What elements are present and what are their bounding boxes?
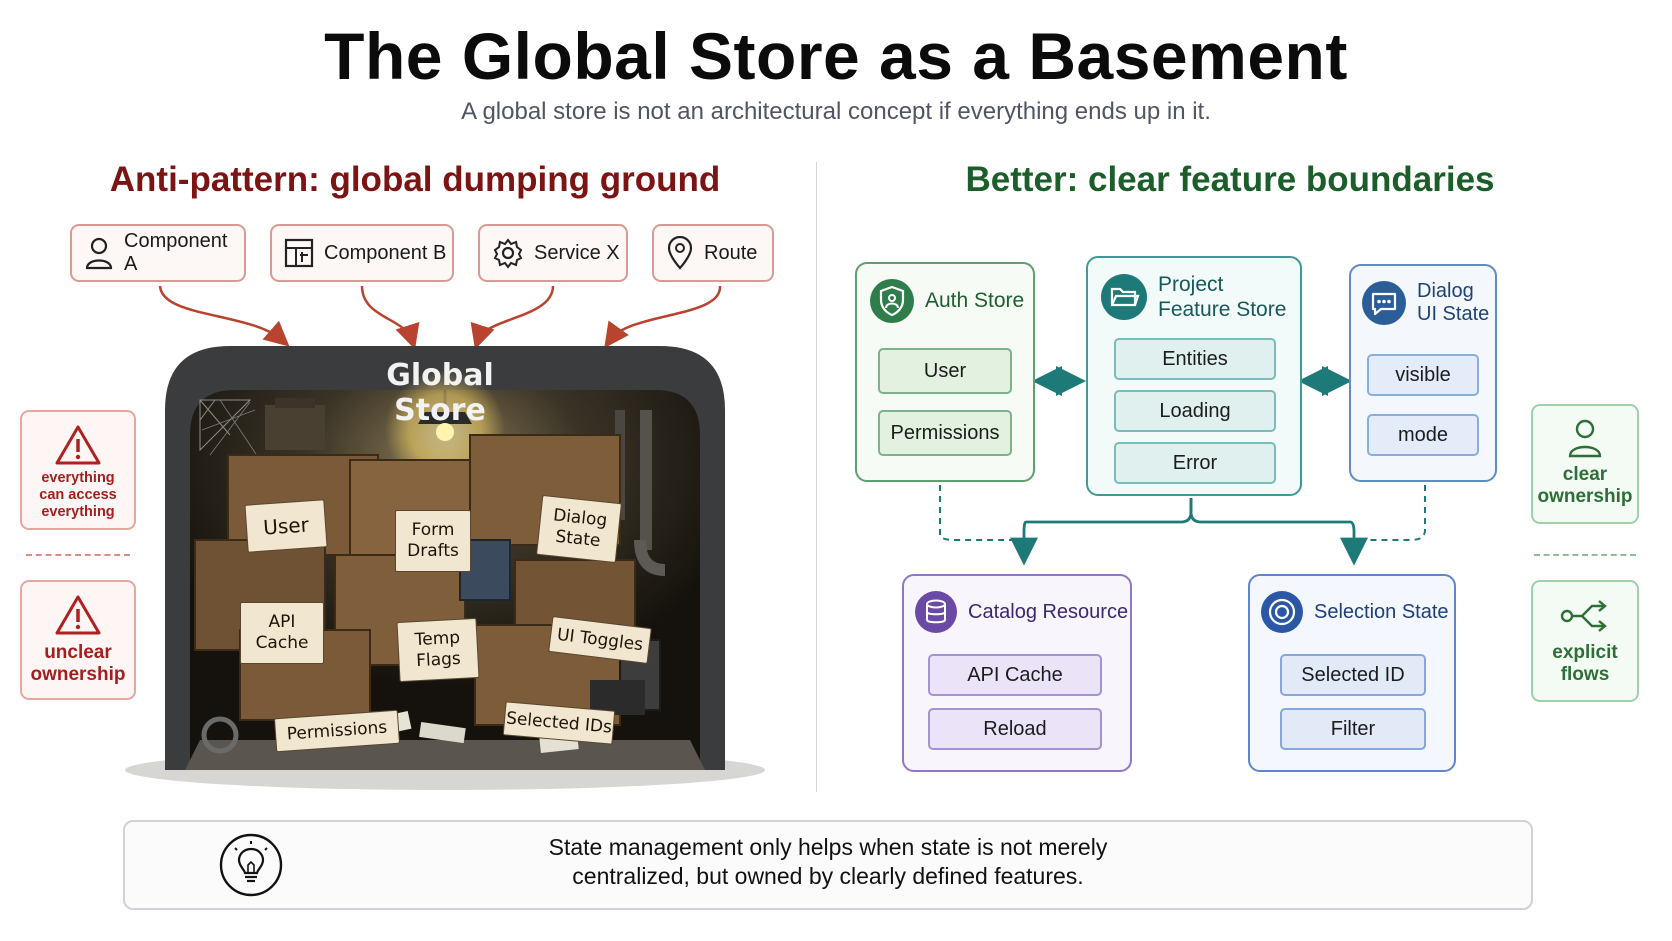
footer-text: State management only helps when state i… bbox=[548, 834, 1108, 889]
box-label-api-cache: API Cache bbox=[240, 602, 324, 664]
dialog-ui-state-card: Dialog UI State visible mode bbox=[1349, 264, 1497, 482]
database-icon bbox=[915, 591, 957, 633]
project-item-entities: Entities bbox=[1114, 338, 1276, 380]
source-label: Component A bbox=[124, 230, 228, 275]
warning-text: unclear ownership bbox=[30, 642, 126, 685]
gear-icon bbox=[493, 238, 523, 269]
target-icon bbox=[1261, 591, 1303, 633]
selection-title: Selection State bbox=[1314, 600, 1449, 623]
benefit-text: explicit flows bbox=[1552, 642, 1618, 685]
map-pin-icon bbox=[667, 236, 693, 270]
page-title: The Global Store as a Basement bbox=[324, 19, 1348, 93]
benefit-clear-ownership: clear ownership bbox=[1531, 404, 1639, 524]
flow-arrows-icon bbox=[1560, 600, 1607, 632]
catalog-item-reload: Reload bbox=[928, 708, 1102, 750]
user-icon bbox=[85, 237, 113, 270]
auth-item-permissions: Permissions bbox=[878, 410, 1012, 456]
box-label-dialog-state: Dialog State bbox=[536, 494, 622, 564]
global-store-title: Global Store bbox=[386, 358, 494, 428]
anti-pattern-heading: Anti-pattern: global dumping ground bbox=[109, 160, 721, 199]
auth-store-title: Auth Store bbox=[925, 289, 1025, 312]
auth-store-card: Auth Store User Permissions bbox=[855, 262, 1035, 482]
source-label: Component B bbox=[324, 241, 447, 264]
feature-connectors bbox=[939, 366, 1426, 566]
selection-item-filter: Filter bbox=[1280, 708, 1426, 750]
shield-icon bbox=[870, 279, 914, 323]
source-label: Service X bbox=[534, 241, 620, 264]
box-label-user: User bbox=[244, 499, 328, 553]
source-arrows bbox=[158, 285, 722, 350]
warning-unclear-ownership: unclear ownership bbox=[20, 580, 136, 700]
selection-state-card: Selection State Selected ID Filter bbox=[1248, 574, 1456, 772]
footer-callout bbox=[123, 820, 1533, 910]
better-heading: Better: clear feature boundaries bbox=[965, 160, 1495, 199]
lightbulb-icon bbox=[219, 833, 283, 897]
source-service-x: Service X bbox=[478, 224, 628, 282]
warning-text: everything can access everything bbox=[39, 470, 117, 520]
layout-icon bbox=[284, 238, 314, 268]
source-route: Route bbox=[652, 224, 774, 282]
page-subtitle: A global store is not an architectural c… bbox=[461, 98, 1211, 125]
dialog-item-visible: visible bbox=[1367, 354, 1479, 396]
section-divider bbox=[816, 162, 817, 792]
box-label-form-drafts: Form Drafts bbox=[395, 510, 471, 572]
benefit-explicit-flows: explicit flows bbox=[1531, 580, 1639, 702]
catalog-item-api-cache: API Cache bbox=[928, 654, 1102, 696]
chat-icon bbox=[1362, 281, 1406, 325]
warning-icon bbox=[55, 595, 101, 635]
catalog-title: Catalog Resource bbox=[968, 600, 1129, 623]
dialog-state-title: Dialog UI State bbox=[1417, 280, 1490, 325]
warning-separator bbox=[26, 554, 130, 556]
catalog-resource-card: Catalog Resource API Cache Reload bbox=[902, 574, 1132, 772]
source-component-a: Component A bbox=[70, 224, 246, 282]
project-feature-store-card: Project Feature Store Entities Loading E… bbox=[1086, 256, 1302, 496]
warning-icon bbox=[55, 425, 101, 465]
project-item-loading: Loading bbox=[1114, 390, 1276, 432]
folder-icon bbox=[1101, 274, 1147, 320]
person-icon bbox=[1568, 419, 1602, 458]
benefit-separator bbox=[1534, 554, 1636, 556]
source-label: Route bbox=[704, 241, 758, 264]
auth-item-user: User bbox=[878, 348, 1012, 394]
selection-item-selected-id: Selected ID bbox=[1280, 654, 1426, 696]
benefit-text: clear ownership bbox=[1537, 464, 1633, 507]
warning-everything-access: everything can access everything bbox=[20, 410, 136, 530]
project-item-error: Error bbox=[1114, 442, 1276, 484]
box-label-temp-flags: Temp Flags bbox=[396, 617, 480, 683]
project-store-title: Project Feature Store bbox=[1158, 273, 1287, 321]
source-component-b: Component B bbox=[270, 224, 454, 282]
dialog-item-mode: mode bbox=[1367, 414, 1479, 456]
